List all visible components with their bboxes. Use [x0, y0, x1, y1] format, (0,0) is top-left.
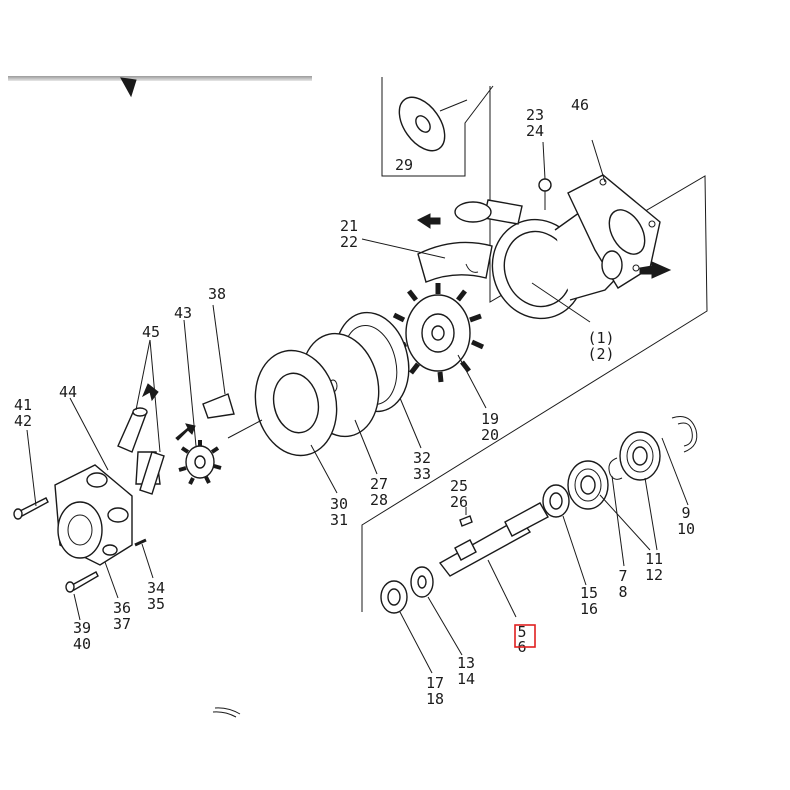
label-42: 42 [14, 412, 32, 430]
label-13: 13 [457, 654, 475, 672]
washer-29 [398, 96, 468, 152]
label-15: 15 [580, 584, 598, 602]
bolt-41 [13, 497, 49, 520]
flow-arrow-out [639, 261, 672, 279]
label-5: 5 [517, 623, 526, 641]
label-7: 7 [618, 567, 627, 585]
label-26: 26 [450, 493, 468, 511]
screw-23 [538, 141, 552, 210]
cover-frame [361, 86, 708, 612]
ring-7 [608, 457, 623, 480]
label-44: 44 [59, 383, 77, 401]
label-39: 39 [73, 619, 91, 637]
impeller-large [392, 283, 485, 383]
label-29: 29 [395, 156, 413, 174]
scan-mark [214, 707, 241, 715]
label-2: (2) [587, 345, 614, 363]
label-32: 32 [413, 449, 431, 467]
circlip-9 [671, 416, 698, 453]
label-33: 33 [413, 465, 431, 483]
label-16: 16 [580, 600, 598, 618]
impeller-small [175, 423, 222, 485]
flow-arrow-in [417, 213, 441, 229]
label-17: 17 [426, 674, 444, 692]
cam-plate [417, 241, 493, 283]
label-41: 41 [14, 396, 32, 414]
label-24: 24 [526, 122, 544, 140]
bolt-39 [65, 571, 99, 593]
highlight-box [514, 624, 536, 648]
label-1: (1) [587, 329, 614, 347]
label-20: 20 [481, 426, 499, 444]
drive-shaft [438, 502, 549, 577]
scan-edge-bar [8, 76, 312, 81]
label-46: 46 [571, 96, 589, 114]
bearing-11a [567, 460, 609, 510]
label-43: 43 [174, 304, 192, 322]
label-8: 8 [618, 583, 627, 601]
label-19: 19 [481, 410, 499, 428]
label-18: 18 [426, 690, 444, 708]
leader-lines [26, 139, 689, 674]
label-23: 23 [526, 106, 544, 124]
washer-13 [410, 566, 434, 598]
label-25: 25 [450, 477, 468, 495]
bearing-11b [619, 431, 661, 481]
cam-small [202, 393, 235, 419]
label-9: 9 [681, 504, 690, 522]
label-22: 22 [340, 233, 358, 251]
label-12: 12 [645, 566, 663, 584]
label-21: 21 [340, 217, 358, 235]
label-14: 14 [457, 670, 475, 688]
label-35: 35 [147, 595, 165, 613]
label-30: 30 [330, 495, 348, 513]
key-25 [459, 515, 473, 527]
label-34: 34 [147, 579, 165, 597]
label-38: 38 [208, 285, 226, 303]
inset-frame [381, 77, 494, 177]
seal-15 [542, 484, 570, 518]
end-housing [54, 464, 133, 566]
label-36: 36 [113, 599, 131, 617]
center-axis [227, 419, 263, 439]
label-11: 11 [645, 550, 663, 568]
label-28: 28 [370, 491, 388, 509]
cover-plate [254, 349, 338, 457]
label-10: 10 [677, 520, 695, 538]
scan-edge-marker [120, 77, 137, 98]
pin-34 [134, 538, 147, 547]
label-27: 27 [370, 475, 388, 493]
label-31: 31 [330, 511, 348, 529]
pump-body [454, 174, 661, 320]
label-40: 40 [73, 635, 91, 653]
label-45: 45 [142, 323, 160, 341]
seal-17 [380, 580, 408, 614]
label-37: 37 [113, 615, 131, 633]
fitting-45 [117, 383, 165, 495]
